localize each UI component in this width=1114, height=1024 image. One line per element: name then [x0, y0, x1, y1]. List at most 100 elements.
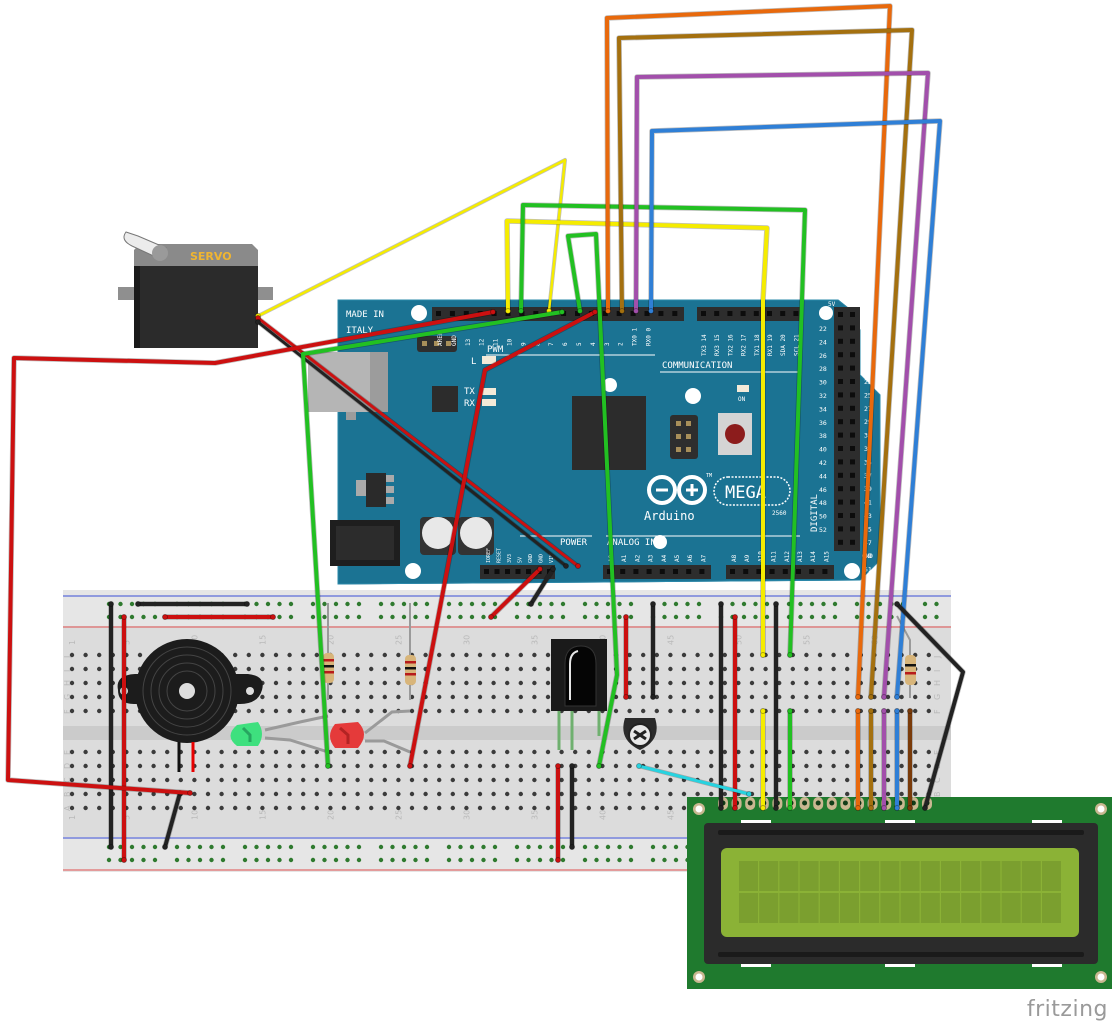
wire[interactable] — [408, 310, 597, 768]
arduino-mega-board[interactable]: MADE IN ITALY PWM L TX RX ON COMMUNICATI… — [308, 299, 881, 587]
breadboard-hole — [695, 749, 700, 755]
mounting-hole — [603, 378, 617, 392]
breadboard-hole — [709, 708, 714, 714]
breadboard-hole — [491, 708, 496, 714]
rail-hole — [560, 614, 566, 620]
breadboard-hole — [491, 791, 496, 797]
breadboard-hole — [899, 763, 904, 769]
breadboard-hole — [627, 694, 632, 700]
pin-label: TX1 18 — [754, 334, 761, 356]
rail-hole — [242, 844, 248, 850]
breadboard-hole — [314, 694, 319, 700]
piezo-buzzer[interactable] — [117, 639, 263, 772]
rail-hole — [492, 601, 498, 607]
rail-hole — [514, 844, 520, 850]
breadboard-hole — [627, 763, 632, 769]
wire[interactable] — [256, 320, 568, 568]
trademark-label: TM — [706, 473, 712, 479]
rail-hole — [854, 601, 860, 607]
rail-hole — [685, 614, 690, 620]
rail-hole — [390, 601, 395, 607]
pin-label: 53 — [864, 579, 872, 587]
breadboard-hole — [518, 666, 523, 672]
lcd-char-cell — [1021, 893, 1041, 923]
breadboard-hole — [545, 694, 551, 700]
rail-hole — [277, 614, 282, 620]
wire[interactable] — [505, 219, 769, 657]
breadboard-hole — [613, 791, 619, 797]
breadboard-hole — [709, 763, 714, 769]
breadboard-hole — [749, 680, 755, 686]
breadboard-hole — [545, 666, 551, 672]
lcd-16x2[interactable] — [687, 797, 1112, 989]
breadboard-hole — [83, 763, 88, 769]
rail-hole — [401, 601, 407, 607]
wire[interactable] — [529, 567, 555, 606]
pin-label: VIN — [549, 554, 555, 563]
breadboard-hole — [885, 694, 891, 700]
breadboard-hole — [695, 791, 700, 797]
breadboard-hole — [205, 749, 211, 755]
wire[interactable] — [6, 310, 495, 795]
breadboard-hole — [69, 694, 75, 700]
wire-endpoint — [407, 763, 413, 769]
wire[interactable] — [649, 119, 942, 699]
wire[interactable] — [895, 602, 965, 810]
wire[interactable] — [605, 4, 892, 699]
wire[interactable] — [301, 310, 564, 768]
breadboard-hole — [69, 708, 75, 714]
rail-hole — [424, 601, 430, 607]
green-led[interactable] — [230, 714, 329, 754]
red-led[interactable] — [330, 709, 411, 754]
pin-label: A1 — [621, 554, 628, 562]
breadboard-hole — [817, 777, 823, 783]
rail-hole — [537, 844, 543, 850]
breadboard-hole — [369, 708, 374, 714]
wire[interactable] — [256, 158, 567, 318]
pin-label: RX1 19 — [767, 334, 774, 356]
pin-label: 48 — [819, 499, 827, 507]
pin-label: 26 — [819, 352, 827, 360]
header-pin — [659, 569, 665, 574]
wire[interactable] — [617, 28, 914, 699]
resistor-2[interactable] — [405, 603, 416, 700]
rail-hole — [934, 601, 939, 607]
row-letter: A — [63, 805, 72, 811]
header-pin — [838, 405, 843, 411]
resistor-1[interactable] — [323, 603, 334, 700]
wire[interactable] — [489, 567, 542, 619]
breadboard-hole — [83, 791, 88, 797]
breadboard-hole — [681, 666, 687, 672]
breadboard-hole — [709, 777, 714, 783]
wire[interactable] — [519, 203, 807, 657]
breadboard-hole — [559, 763, 564, 769]
breadboard-hole — [369, 805, 374, 811]
breadboard-hole — [437, 763, 442, 769]
wire[interactable] — [163, 791, 182, 849]
wire[interactable] — [637, 764, 751, 796]
wire[interactable] — [566, 232, 619, 768]
breadboard-hole — [97, 777, 102, 783]
header-pin — [838, 499, 843, 505]
pin-label: 49 — [864, 552, 872, 560]
servo-motor[interactable]: SERVO — [118, 231, 273, 348]
breadboard-hole — [314, 791, 319, 797]
header-pin — [505, 569, 510, 574]
breadboard-hole — [913, 749, 918, 755]
potentiometer[interactable] — [623, 718, 657, 750]
rail-hole — [220, 844, 226, 850]
breadboard-hole — [709, 652, 714, 658]
breadboard-hole — [641, 777, 646, 783]
breadboard-hole — [97, 708, 102, 714]
header-pin — [769, 569, 775, 574]
breadboard-hole — [260, 652, 265, 658]
rail-hole — [877, 601, 883, 607]
wire[interactable] — [256, 316, 580, 568]
rail-hole — [333, 857, 339, 863]
breadboard-hole — [532, 805, 537, 811]
breadboard-hole — [219, 763, 224, 769]
breadboard-hole — [790, 666, 795, 672]
ir-receiver[interactable] — [551, 639, 607, 750]
rail-hole — [333, 601, 339, 607]
wire[interactable] — [634, 71, 930, 699]
